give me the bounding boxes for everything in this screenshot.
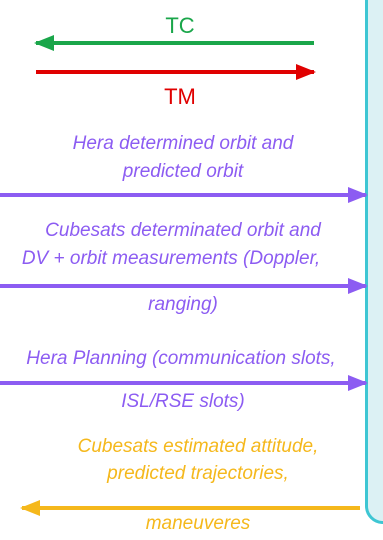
tc-label: TC (165, 13, 195, 38)
cubesats-orbit-line-1: Cubesats determinated orbit and (45, 220, 321, 241)
cubesats-attitude-line-2: predicted trajectories, (107, 463, 289, 484)
cubesats-attitude-line-3: maneuveres (145, 513, 251, 534)
tm-label: TM (164, 84, 196, 109)
cubesats-attitude-line-1: Cubesats estimated attitude, (77, 436, 319, 457)
hera-orbit-line-1: Hera determined orbit and (72, 133, 294, 154)
hera-planning-line-2: ISL/RSE slots) (121, 391, 245, 412)
hera-planning-line-1: Hera Planning (communication slots, (26, 348, 336, 369)
cubesats-orbit-line-3: ranging) (148, 294, 218, 315)
cubesats-orbit-line-2: DV + orbit measurements (Doppler, (21, 248, 321, 269)
hera-orbit-line-2: predicted orbit (122, 161, 244, 182)
